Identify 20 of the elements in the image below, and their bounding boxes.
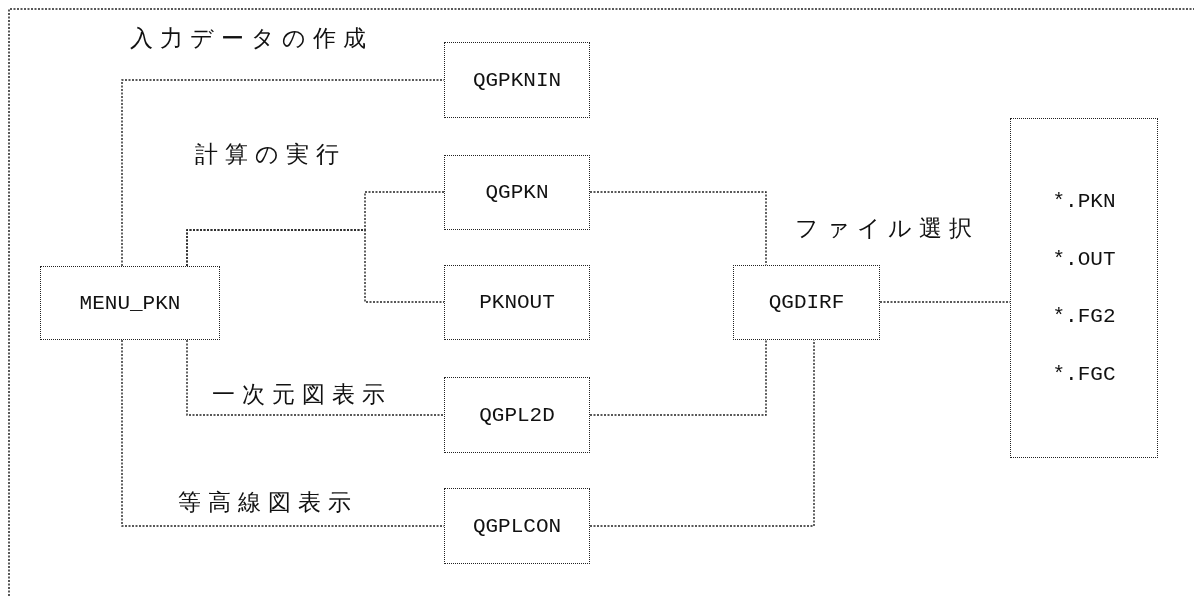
program-box: QGPL2D	[444, 377, 590, 453]
file-pattern: *.PKN	[1052, 189, 1116, 213]
program-box: QGDIRF	[733, 265, 880, 340]
program-box: QGPKNIN	[444, 42, 590, 118]
file-pattern: *.FGC	[1052, 363, 1116, 387]
program-box: QGPKN	[444, 155, 590, 230]
program-box: PKNOUT	[444, 265, 590, 340]
connector-line	[186, 339, 445, 416]
connector-line	[589, 339, 815, 527]
connector-line	[879, 301, 1011, 303]
connector-line	[121, 339, 445, 527]
connector-line	[121, 79, 445, 267]
program-box: MENU_PKN	[40, 266, 220, 340]
connector-line	[589, 339, 767, 416]
file-pattern: *.FG2	[1052, 305, 1116, 329]
program-box: QGPLCON	[444, 488, 590, 564]
connector-line	[186, 229, 445, 303]
file-pattern: *.OUT	[1052, 247, 1116, 271]
connector-line	[589, 191, 767, 266]
file-list-box	[1010, 118, 1158, 458]
